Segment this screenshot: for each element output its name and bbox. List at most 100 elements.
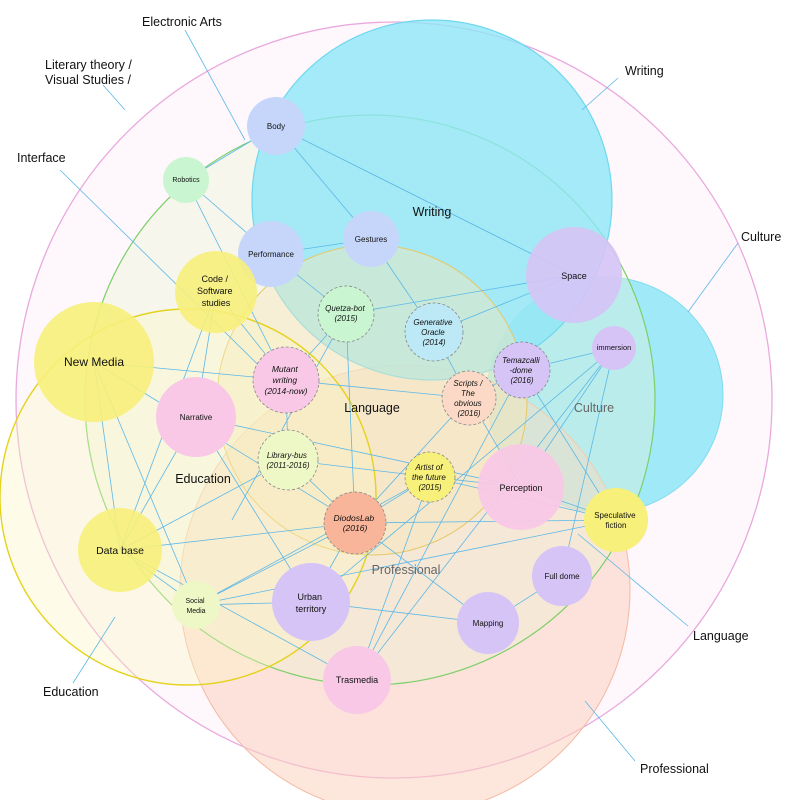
node-new-media-circle: [34, 302, 154, 422]
connection-quetza-diodos: [345, 313, 356, 524]
node-speculative-circle: [584, 488, 648, 552]
leader-literary-theory: [102, 84, 126, 111]
node-new-media[interactable]: New Media: [34, 302, 154, 422]
leader-culture: [687, 242, 739, 313]
node-social-media-circle: [172, 581, 220, 629]
node-speculative-label: Speculative fiction: [594, 511, 638, 530]
node-temazcalli-label: Temazcalli -dome (2016): [502, 356, 542, 385]
node-mapping[interactable]: Mapping: [457, 592, 519, 654]
region-label-writing: Writing: [413, 205, 452, 219]
node-perception-label: Perception: [499, 483, 542, 493]
connection-fulldome-immersion: [561, 347, 615, 577]
node-quetza-bot-circle: [317, 285, 375, 343]
node-robotics-circle: [163, 157, 209, 203]
node-library-bus[interactable]: Library-bus (2011-2016): [257, 429, 319, 491]
region-label-professional: Professional: [372, 563, 441, 577]
node-new-media-label: New Media: [64, 355, 124, 369]
node-gestures-circle: [343, 211, 399, 267]
node-speculative-fiction[interactable]: Speculative fiction: [584, 488, 648, 552]
node-performance[interactable]: Performance: [238, 221, 304, 287]
node-urban-territory[interactable]: Urban territory: [272, 563, 350, 641]
connection-trasmedia-immersion: [356, 347, 615, 681]
node-diodoslab[interactable]: DiodosLab (2016): [323, 491, 387, 555]
node-generative-oracle[interactable]: Generative Oracle (2014): [404, 302, 464, 362]
connection-body-space: [275, 125, 575, 276]
region-label-culture: Culture: [574, 401, 614, 415]
node-generative-oracle-label: Generative Oracle (2014): [413, 318, 454, 347]
node-perception[interactable]: Perception: [478, 444, 564, 530]
node-performance-label: Performance: [248, 250, 294, 259]
node-library-bus-label: Library-bus (2011-2016): [267, 451, 310, 470]
label-literary-theory: Literary theory / Visual Studies /: [45, 58, 135, 87]
node-quetza-bot[interactable]: Quetza-bot (2015): [317, 285, 375, 343]
region-labels: Writing Language Culture Education Profe…: [175, 205, 614, 577]
node-body-circle: [247, 97, 305, 155]
node-temazcalli-circle: [493, 341, 551, 399]
connection-social-artist: [195, 476, 431, 606]
node-temazcalli-dome[interactable]: Temazcalli -dome (2016): [493, 341, 551, 399]
leader-language: [577, 533, 689, 627]
node-gestures[interactable]: Gestures: [343, 211, 399, 267]
nodes: Body Robotics Gestures Performance Code …: [34, 97, 648, 714]
connection-trasmedia-temazcalli: [356, 369, 523, 681]
node-performance-circle: [238, 221, 304, 287]
node-diodoslab-circle: [323, 491, 387, 555]
label-electronic-arts: Electronic Arts: [142, 15, 222, 29]
connection-artist-trasmedia: [356, 476, 431, 681]
node-code-circle: [175, 251, 257, 333]
node-immersion[interactable]: immersion: [592, 326, 636, 370]
node-perception-circle: [478, 444, 564, 530]
node-body-label: Body: [267, 122, 285, 131]
node-mutant-writing[interactable]: Mutant writing (2014-now): [252, 346, 320, 414]
node-generative-oracle-circle: [404, 302, 464, 362]
node-code-label: Code / Software studies: [197, 274, 235, 308]
node-scripts-the-obvious[interactable]: Scripts / The obvious (2016): [441, 370, 497, 426]
node-social-media[interactable]: Social Media: [172, 581, 220, 629]
connection-narrative-perception: [195, 416, 522, 488]
leader-electronic-arts: [184, 29, 246, 141]
node-robotics-label: Robotics: [172, 177, 200, 184]
node-library-bus-circle: [257, 429, 319, 491]
node-narrative-circle: [156, 377, 236, 457]
node-trasmedia-circle: [323, 646, 391, 714]
label-professional: Professional: [640, 762, 709, 776]
node-mutant-writing-label: Mutant writing (2014-now): [265, 364, 308, 396]
connection-diodos-speculative: [354, 519, 617, 524]
label-language: Language: [693, 629, 749, 643]
leader-writing: [581, 77, 619, 111]
node-code-software-studies[interactable]: Code / Software studies: [175, 251, 257, 333]
node-immersion-label: immersion: [597, 343, 632, 352]
node-full-dome-circle: [532, 546, 592, 606]
connection-urban-immersion: [310, 347, 615, 603]
node-artist-label: Artist of the future (2015): [412, 463, 448, 492]
node-mutant-writing-circle: [252, 346, 320, 414]
node-space[interactable]: Space: [526, 227, 622, 323]
external-labels: Electronic Arts Literary theory / Visual…: [17, 15, 781, 776]
node-data-base-label: Data base: [96, 545, 144, 557]
connection-quetza-library: [231, 313, 347, 521]
node-artist-of-the-future[interactable]: Artist of the future (2015): [404, 451, 456, 503]
connection-social-speculative: [195, 519, 617, 606]
node-narrative[interactable]: Narrative: [156, 377, 236, 457]
node-data-base[interactable]: Data base: [78, 508, 162, 592]
leader-education: [72, 616, 116, 684]
node-urban-territory-circle: [272, 563, 350, 641]
node-trasmedia-label: Trasmedia: [336, 675, 378, 685]
label-education: Education: [43, 685, 99, 699]
node-body[interactable]: Body: [247, 97, 305, 155]
node-trasmedia[interactable]: Trasmedia: [323, 646, 391, 714]
node-robotics[interactable]: Robotics: [163, 157, 209, 203]
node-mapping-circle: [457, 592, 519, 654]
node-data-base-circle: [78, 508, 162, 592]
node-gestures-label: Gestures: [355, 235, 387, 244]
node-full-dome[interactable]: Full dome: [532, 546, 592, 606]
node-diodoslab-label: DiodosLab (2016): [333, 513, 376, 533]
node-full-dome-label: Full dome: [544, 572, 580, 581]
node-urban-territory-label: Urban territory: [296, 592, 327, 614]
label-interface: Interface: [17, 151, 66, 165]
node-narrative-label: Narrative: [180, 413, 213, 422]
connection-database-trasmedia: [119, 549, 358, 681]
node-scripts-label: Scripts / The obvious (2016): [453, 379, 484, 418]
node-space-label: Space: [561, 271, 587, 281]
node-immersion-circle: [592, 326, 636, 370]
